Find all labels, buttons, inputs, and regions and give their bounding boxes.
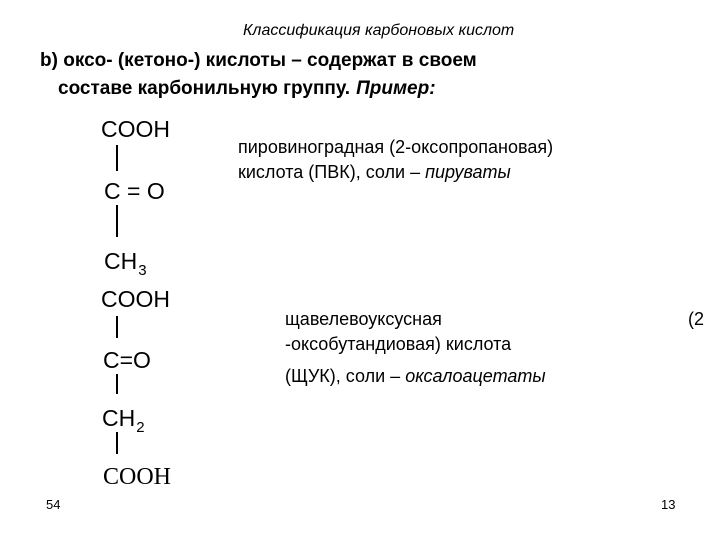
oxaloacetic-formula-cooh-bottom: COOH — [103, 464, 172, 490]
example-label: Пример: — [356, 78, 436, 99]
pyruvic-formula-co: C = O — [104, 178, 165, 204]
pyruvic-bond-2 — [116, 205, 118, 237]
oxaloacetic-description-line-2: -оксобутандиовая) кислота — [285, 334, 512, 354]
oxaloacetic-description-line-1-right: (2 — [688, 309, 705, 329]
pyruvic-bond-1 — [116, 145, 118, 171]
heading-line-2-text: составе карбонильную группу. — [58, 78, 351, 99]
oxaloacetic-desc-plain: (ЩУК), соли – — [285, 366, 406, 386]
pyruvic-desc-plain: кислота (ПВК), соли – — [238, 162, 426, 182]
oxaloacetic-formula-ch2: CH2 — [102, 405, 145, 436]
oxaloacetic-description-line-3: (ЩУК), соли – оксалоацетаты — [285, 364, 546, 389]
oxaloacetic-desc-italic: оксалоацетаты — [405, 366, 546, 386]
pyruvic-ch3-sub: 3 — [138, 262, 147, 279]
oxaloacetic-bond-3 — [116, 432, 118, 454]
heading-line-1: b) оксо- (кетоно-) кислоты – содержат в … — [40, 50, 477, 71]
footer-left-number: 54 — [46, 497, 61, 512]
pyruvic-description-line-2: кислота (ПВК), соли – пируваты — [238, 160, 511, 185]
oxaloacetic-bond-2 — [116, 374, 118, 394]
pyruvic-desc-italic: пируваты — [425, 162, 511, 182]
slide-title: Классификация карбоновых кислот — [243, 22, 515, 39]
oxaloacetic-formula-cooh-top: COOH — [101, 286, 170, 312]
heading-line-2: составе карбонильную группу.Пример: — [58, 78, 436, 100]
oxaloacetic-formula-co: C=O — [103, 347, 151, 373]
pyruvic-ch3-base: CH — [104, 248, 138, 274]
oxaloacetic-ch2-base: CH — [102, 405, 136, 431]
oxaloacetic-description-line-1-left: щавелевоуксусная — [285, 309, 442, 329]
oxaloacetic-ch2-sub: 2 — [136, 419, 145, 436]
oxaloacetic-bond-1 — [116, 316, 118, 338]
pyruvic-formula-ch3: CH3 — [104, 248, 147, 279]
page-number: 13 — [661, 497, 676, 512]
pyruvic-description-line-1: пировиноградная (2-оксопропановая) — [238, 137, 554, 157]
pyruvic-formula-cooh: COOH — [101, 116, 170, 142]
